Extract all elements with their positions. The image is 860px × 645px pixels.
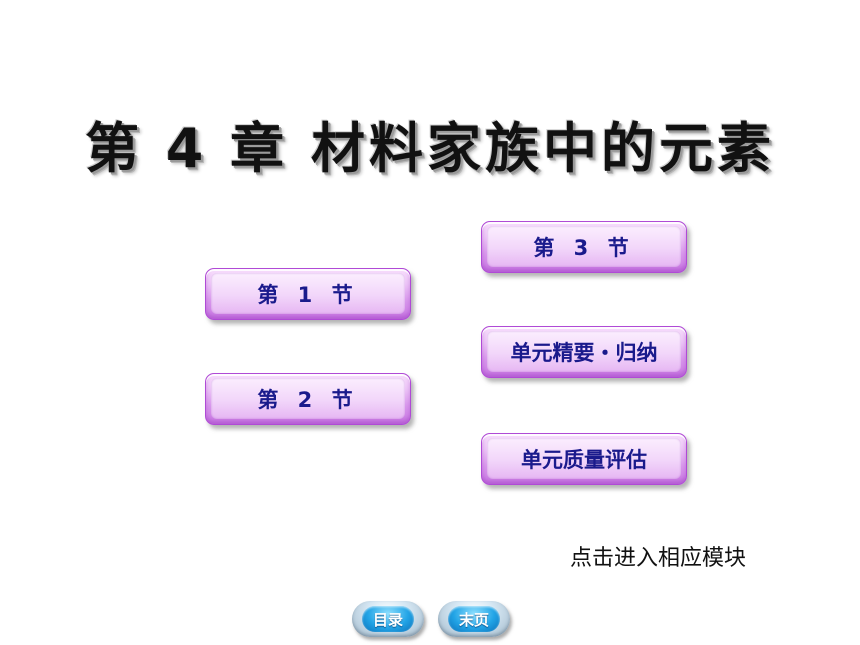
section-1-label: 第 1 节 xyxy=(257,283,359,307)
section-3-label: 第 3 节 xyxy=(533,236,635,260)
table-of-contents-label: 目录 xyxy=(372,610,403,629)
unit-summary-label: 单元精要・归纳 xyxy=(510,341,658,365)
chapter-title: 第 4 章 材料家族中的元素 xyxy=(85,117,775,180)
section-3-button[interactable]: 第 3 节 xyxy=(481,221,687,273)
unit-summary-button[interactable]: 单元精要・归纳 xyxy=(481,326,687,378)
unit-evaluation-button[interactable]: 单元质量评估 xyxy=(481,433,687,485)
section-2-button[interactable]: 第 2 节 xyxy=(205,373,411,425)
unit-evaluation-label: 单元质量评估 xyxy=(521,448,647,472)
last-page-button[interactable]: 末页 xyxy=(438,601,510,637)
navigation-hint: 点击进入相应模块 xyxy=(570,546,747,571)
section-1-button[interactable]: 第 1 节 xyxy=(205,268,411,320)
section-2-label: 第 2 节 xyxy=(257,388,359,412)
last-page-label: 末页 xyxy=(458,610,489,629)
table-of-contents-button[interactable]: 目录 xyxy=(352,601,424,637)
